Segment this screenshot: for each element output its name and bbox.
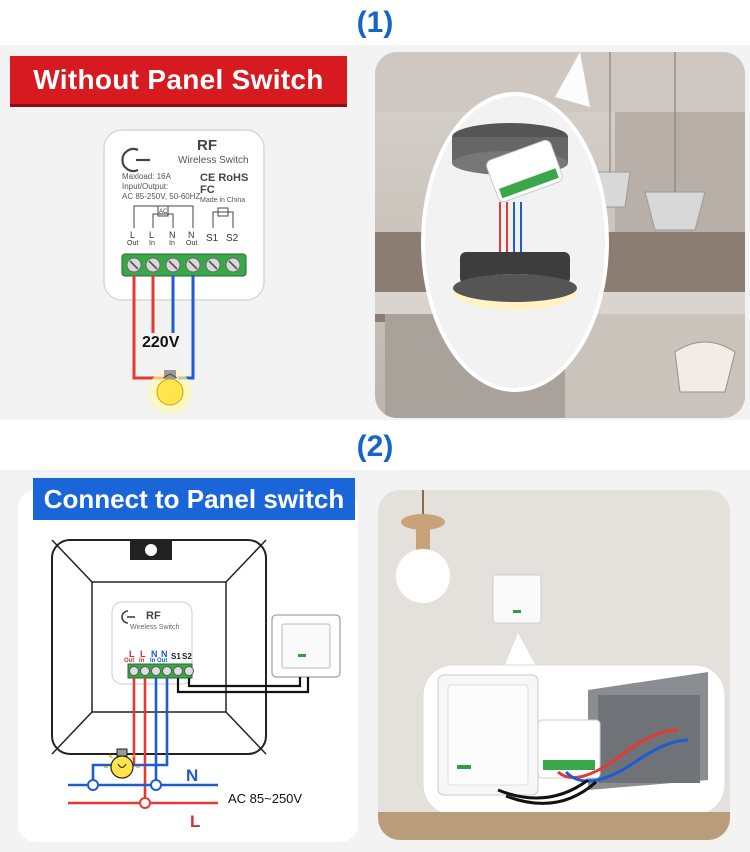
terminal2-l-out-top: L bbox=[129, 649, 135, 659]
maxload-text: Maxload: 16A bbox=[122, 172, 171, 181]
io-value-text: AC 85-250V, 50-60HZ bbox=[122, 192, 201, 201]
room-photo bbox=[378, 490, 730, 840]
terminal2-n-out-bottom: Out bbox=[157, 658, 168, 664]
voltage-label: 220V bbox=[140, 333, 182, 353]
wiring-diagram-1 bbox=[103, 129, 265, 414]
made-in-text: Made in China bbox=[200, 197, 246, 204]
module-brand-2: RF bbox=[146, 610, 161, 622]
bulb-icon bbox=[104, 748, 140, 779]
panel-switch-icon bbox=[437, 674, 539, 796]
wireless-switch-logo-icon bbox=[121, 147, 150, 173]
terminal-l-in-bottom: In bbox=[149, 240, 155, 247]
module-subtitle-2: Wireless Switch bbox=[130, 624, 180, 631]
banner-shadow bbox=[10, 104, 347, 107]
ceiling-light-icon bbox=[453, 252, 577, 310]
ce-rohs-mark: CE RoHS bbox=[200, 172, 249, 184]
step-2-label: (2) bbox=[356, 430, 394, 463]
neutral-line-label: N bbox=[186, 766, 199, 785]
step-1-label: (1) bbox=[356, 6, 394, 39]
terminal-l-out-bottom: Out bbox=[127, 240, 139, 247]
ac-mark: AC bbox=[159, 209, 168, 215]
wireless-switch-logo-icon-2 bbox=[121, 610, 135, 624]
terminal-n-in-bottom: In bbox=[169, 240, 175, 247]
ac-range-label: AC 85~250V bbox=[228, 791, 303, 806]
room-scene bbox=[378, 490, 730, 840]
terminal-s1: S1 bbox=[206, 233, 219, 244]
terminal-l-in-top: L bbox=[149, 230, 155, 240]
terminal2-l-out-bottom: Out bbox=[124, 658, 135, 664]
panel-switch-icon bbox=[271, 614, 341, 678]
terminal-l-out-top: L bbox=[130, 230, 136, 240]
module-subtitle: Wireless Switch bbox=[178, 155, 249, 166]
terminal2-n-out-top: N bbox=[161, 649, 168, 659]
terminal2-n-in-top: N bbox=[151, 649, 158, 659]
module-brand: RF bbox=[197, 137, 217, 154]
terminal2-n-in-bottom: In bbox=[150, 658, 156, 664]
terminal-n-out-top: N bbox=[188, 230, 195, 240]
terminal2-l-in-top: L bbox=[140, 649, 146, 659]
terminal-n-out-bottom: Out bbox=[186, 240, 198, 247]
terminal2-s1: S1 bbox=[171, 652, 181, 661]
banner-without-panel-switch: Without Panel Switch bbox=[10, 56, 347, 104]
banner-connect-panel-switch: Connect to Panel switch bbox=[33, 478, 355, 520]
kitchen-photo bbox=[375, 52, 745, 418]
terminal2-l-in-bottom: In bbox=[139, 658, 145, 664]
fc-mark: FC bbox=[200, 184, 215, 196]
terminal-s2: S2 bbox=[226, 233, 239, 244]
wiring-diagram-2 bbox=[51, 539, 341, 809]
terminal-n-in-top: N bbox=[169, 230, 176, 240]
terminal2-s2: S2 bbox=[182, 652, 192, 661]
live-line-label: L bbox=[190, 812, 201, 831]
bulb-icon bbox=[148, 370, 192, 414]
io-label-text: Input/Output: bbox=[122, 182, 169, 191]
kitchen-scene bbox=[375, 52, 745, 418]
